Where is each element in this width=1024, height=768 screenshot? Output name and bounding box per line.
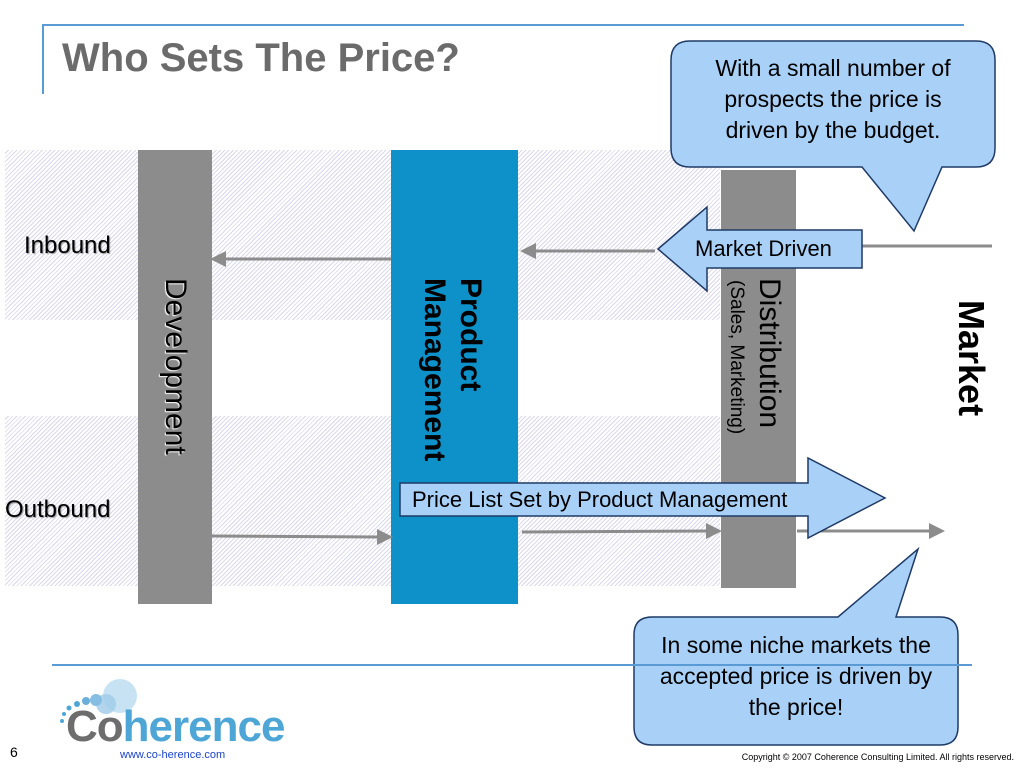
outbound-arrowhead-dist xyxy=(706,523,722,539)
top-callout xyxy=(670,40,996,233)
footer-rule xyxy=(52,664,972,666)
top-callout-text: With a small number of prospects the pri… xyxy=(715,55,951,143)
distribution-sublabel: (Sales, Marketing) xyxy=(726,280,747,435)
header-left-bar xyxy=(42,24,44,94)
outbound-arrowhead-market xyxy=(929,523,945,539)
outbound-label: Outbound xyxy=(5,496,111,523)
inbound-arrowhead-pm xyxy=(520,243,536,259)
bottom-callout xyxy=(633,546,959,746)
logo: Coherence xyxy=(66,702,286,752)
product-management-column xyxy=(391,150,518,604)
logo-co: Co xyxy=(66,702,124,751)
outbound-line-dev xyxy=(211,534,379,539)
footer-url[interactable]: www.co-herence.com xyxy=(120,749,226,761)
inbound-band xyxy=(5,150,720,320)
market-driven-text: Market Driven xyxy=(695,236,832,261)
inbound-label: Inbound xyxy=(24,232,111,259)
development-column xyxy=(138,150,212,604)
price-list-text: Price List Set by Product Management xyxy=(412,487,788,512)
header-rule xyxy=(42,24,964,26)
page-number: 6 xyxy=(10,744,18,760)
outbound-arrowhead-pm xyxy=(377,529,393,545)
logo-herence: herence xyxy=(122,702,286,751)
product-management-label: Product Management xyxy=(418,278,487,462)
market-driven-arrow xyxy=(656,205,863,293)
outbound-line-pm xyxy=(521,529,709,534)
logo-dots-icon xyxy=(60,679,137,723)
bottom-callout-text: In some niche markets the accepted price… xyxy=(659,632,933,720)
page-title: Who Sets The Price? xyxy=(62,36,460,80)
market-label: Market xyxy=(951,300,992,417)
distribution-label: Distribution xyxy=(753,278,786,429)
price-list-arrow xyxy=(399,456,887,540)
copyright: Copyright © 2007 Coherence Consulting Li… xyxy=(741,752,1014,762)
development-label: Development xyxy=(159,278,192,455)
inbound-arrowhead-dev xyxy=(210,251,226,267)
